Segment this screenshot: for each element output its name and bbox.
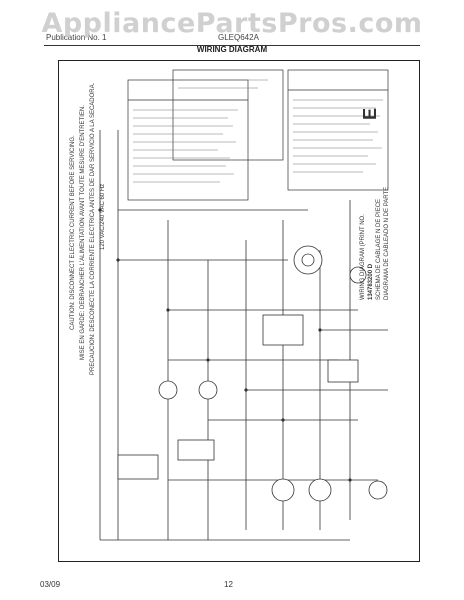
section-letter: E bbox=[360, 107, 380, 120]
caution-english: CAUTION: DISCONNECT ELECTRIC CURRENT BEF… bbox=[70, 135, 76, 330]
caution-spanish: PRECAUCION: DESCONECTE LA CORRIENTE ELEC… bbox=[90, 82, 96, 375]
control-board bbox=[262, 314, 304, 346]
diagram-frame bbox=[58, 60, 420, 562]
supply-rating: 120 VAC/240 VAC 60 Hz bbox=[100, 183, 106, 250]
watermark: AppliancePartsPros.com bbox=[41, 8, 423, 39]
header-brand-model: Publication No. 1 bbox=[46, 33, 107, 42]
motor-switch bbox=[349, 266, 367, 284]
wiring-diagram bbox=[98, 69, 389, 541]
header-rule bbox=[44, 45, 420, 46]
caption-line1: WIRING DIAGRAM (PRINT NO. bbox=[360, 214, 366, 300]
thermal-fuse bbox=[177, 439, 215, 461]
door-switch bbox=[117, 454, 159, 480]
buzzer bbox=[368, 480, 388, 500]
drum-light bbox=[308, 478, 332, 502]
thermostat bbox=[198, 380, 218, 400]
header-part-number: GLEQ642A bbox=[218, 33, 259, 42]
caption-line3: SCHEMA DE CABLAGE N DE PIECE bbox=[376, 198, 382, 300]
legend-box-right bbox=[287, 69, 389, 191]
footer-date: 03/09 bbox=[40, 580, 61, 589]
heater-element bbox=[327, 359, 359, 383]
legend-box-middle bbox=[172, 69, 284, 161]
heater-relay bbox=[158, 380, 178, 400]
page-subtitle: WIRING DIAGRAM bbox=[196, 45, 268, 54]
caption-line4: DIAGRAMA DE CABLEADO N DE PARTE bbox=[384, 186, 390, 300]
timer-motor bbox=[271, 478, 295, 502]
caution-french: MISE EN GARDE: DEBRANCHER L'ALIMENTATION… bbox=[80, 105, 86, 360]
caption-line2: 134783200 D bbox=[368, 263, 374, 300]
page-number: 12 bbox=[224, 580, 233, 589]
